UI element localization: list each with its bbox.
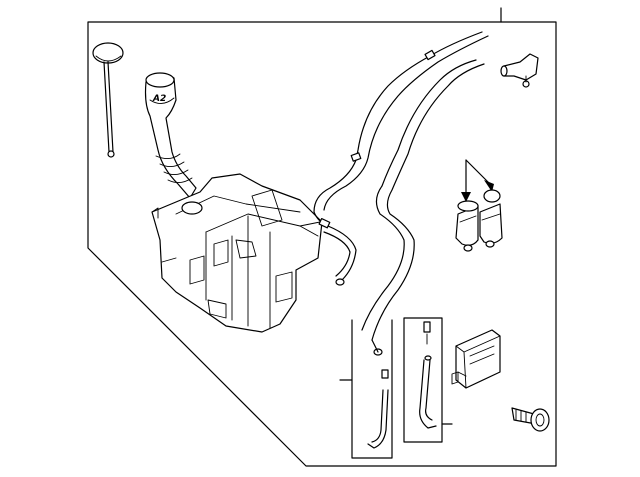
hose-connector-valve: [500, 53, 539, 88]
washer-hose-assembly: [313, 31, 489, 356]
washer-control-module: [451, 329, 501, 389]
filler-cap-with-dipstick: [92, 42, 124, 158]
assembly-frame: [87, 7, 557, 467]
filler-neck-tube: A2: [144, 72, 197, 199]
washer-pump-assembly: [455, 159, 503, 252]
level-sensor-hose-set: [339, 319, 393, 459]
reservoir-neck-marking: A2: [152, 94, 166, 104]
washer-reservoir-tank: [151, 173, 323, 333]
mounting-screw: [511, 407, 550, 432]
washer-nozzle-hose-set: [403, 317, 453, 443]
